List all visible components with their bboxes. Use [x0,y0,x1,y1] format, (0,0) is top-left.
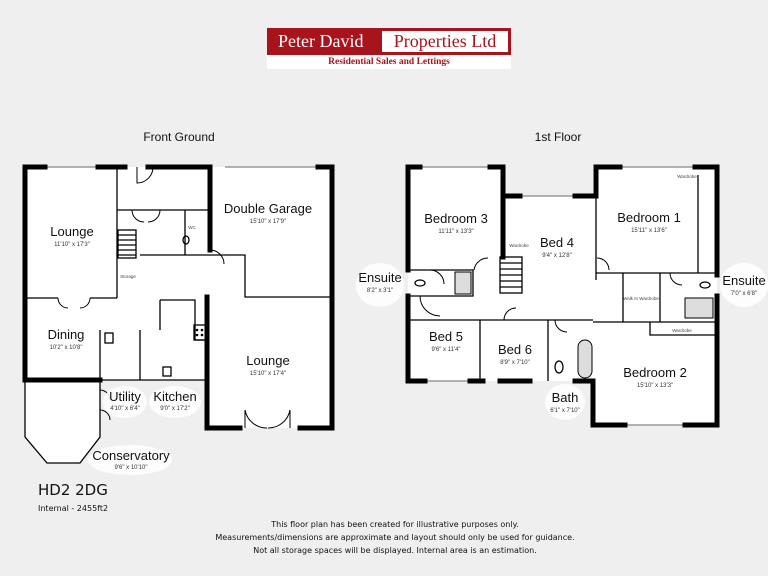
stairs-icon [117,229,137,259]
storage-label: Storage [120,274,136,279]
room-dims: 7'0" x 6'8" [731,291,757,297]
disclaimer-line: Not all storage spaces will be displayed… [253,546,537,555]
first-floor-plan: Wardrobe Wardrobe Wardrobe Walk In Wardr… [356,164,768,428]
postcode: HD2 2DG [38,481,108,499]
stairs-icon [499,256,523,294]
room-name: Ensuite [358,270,401,285]
shower-icon [684,297,714,319]
toilet-icon [554,360,564,374]
toilet-icon [182,235,190,245]
room-name: Dining [48,327,85,342]
logo-name-right: Properties Ltd [382,31,508,52]
room-dims: 11'10" x 17'3" [54,242,90,248]
first-floor-title: 1st Floor [535,130,582,144]
room-dims: 11'11" x 13'3" [438,229,473,235]
room-name: Bed 6 [498,342,532,357]
disclaimer-line: This floor plan has been created for ill… [271,520,519,529]
room-dims: 9'4" x 12'8" [542,253,572,259]
hob-icon [193,324,207,341]
wardrobe-label: Wardrobe [672,328,692,333]
room-name: Ensuite [722,273,765,288]
room-name: Lounge [50,224,93,239]
walk-in-wardrobe-label: Walk In Wardrobe [623,296,659,301]
room-name: Bedroom 3 [424,211,488,226]
sink-icon [162,366,172,377]
room-dims: 15'10" x 17'9" [250,219,286,225]
logo-name-left: Peter David [278,31,364,51]
wardrobe-label: Wardrobe [677,174,697,179]
shower-icon [454,271,472,295]
room-name: Double Garage [224,201,312,216]
room-name: Kitchen [153,389,196,404]
room-name: Utility [109,389,141,404]
internal-area: Internal - 2455ft2 [38,504,109,513]
room-name: Bath [552,390,579,405]
wc-label: WC [188,225,196,230]
room-dims: 6'1" x 7'10" [550,408,580,414]
logo-tagline: Residential Sales and Lettings [267,55,511,69]
company-logo: Peter David Properties Ltd Residential S… [267,28,511,69]
room-name: Bed 4 [540,235,574,250]
room-name: Bed 5 [429,329,463,344]
toilet-icon [699,281,711,289]
room-name: Bedroom 2 [623,365,687,380]
toilet-icon [414,279,426,287]
disclaimer-line: Measurements/dimensions are approximate … [215,533,575,542]
room-name: Conservatory [92,448,170,463]
room-dims: 9'6" x 10'10" [115,465,148,471]
ground-floor-plan: WC Storage Lounge 11'10" x 17'3" Double … [22,164,335,475]
room-dims: 8'9" x 7'10" [500,360,530,366]
room-dims: 15'10" x 13'3" [637,383,673,389]
room-dims: 8'2" x 3'1" [367,288,393,294]
bath-icon [577,339,593,379]
room-name: Bedroom 1 [617,210,681,225]
room-dims: 9'6" x 11'4" [431,347,460,353]
room-dims: 15'10" x 17'4" [250,371,286,377]
sink-icon [104,332,114,344]
room-name: Lounge [246,353,289,368]
wardrobe-label: Wardrobe [509,243,529,248]
room-dims: 15'11" x 13'6" [631,228,667,234]
room-dims: 9'0" x 17'2" [160,406,190,412]
room-dims: 4'10" x 6'4" [110,406,140,412]
room-dims: 10'2" x 10'8" [50,345,83,351]
ground-floor-title: Front Ground [143,130,214,144]
disclaimer: This floor plan has been created for ill… [190,518,600,557]
